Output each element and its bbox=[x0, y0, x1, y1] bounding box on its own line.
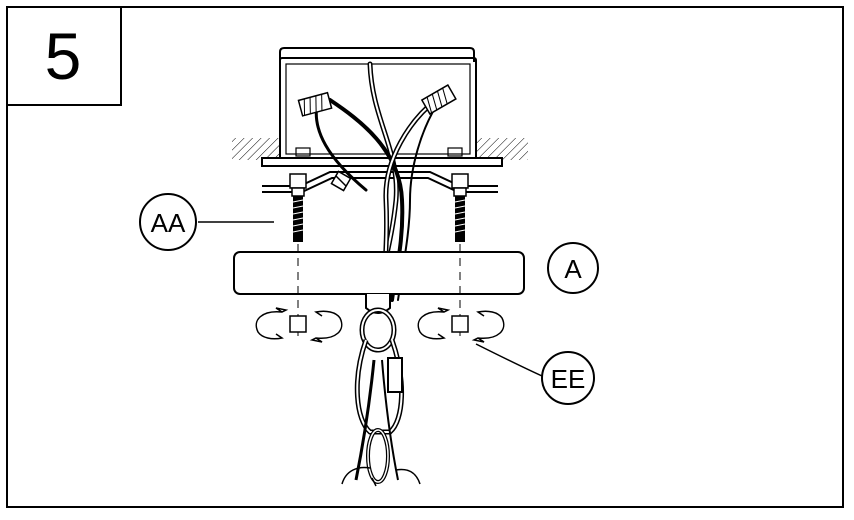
ground-screw bbox=[330, 170, 352, 192]
callout-a-label: A bbox=[564, 254, 582, 284]
step-number: 5 bbox=[44, 19, 82, 93]
step-number-box bbox=[6, 6, 122, 106]
nut-right bbox=[451, 315, 469, 333]
canopy bbox=[233, 251, 525, 295]
mounting-screw-left bbox=[289, 173, 307, 242]
callout-aa-label: AA bbox=[151, 208, 186, 238]
callout-ee: EE bbox=[541, 351, 595, 405]
mounting-screw-right bbox=[451, 173, 469, 242]
ceiling bbox=[232, 138, 528, 160]
callout-ee-label: EE bbox=[551, 364, 586, 394]
callout-leaders bbox=[198, 221, 543, 377]
illustration-frame bbox=[6, 6, 844, 508]
callout-aa: AA bbox=[139, 193, 197, 251]
hanging-hardware bbox=[341, 294, 421, 487]
rotation-arrows bbox=[255, 307, 505, 343]
alignment-lines bbox=[297, 244, 461, 340]
wire-connectors bbox=[297, 84, 457, 117]
nut-left bbox=[289, 315, 307, 333]
callout-a: A bbox=[547, 242, 599, 294]
junction-box bbox=[279, 47, 477, 161]
